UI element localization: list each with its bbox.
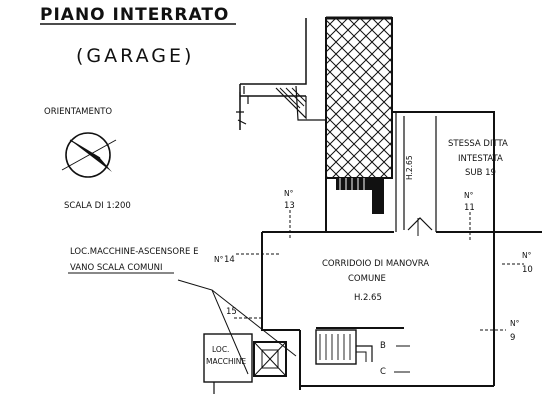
corridor-label: CORRIDOIO DI MANOVRA: [322, 259, 429, 269]
marker-c: C: [380, 367, 386, 377]
marker-number: 10: [522, 265, 533, 275]
stair-common-label: VANO SCALA COMUNI: [70, 263, 162, 273]
marker-9: N° 9: [510, 319, 520, 343]
marker-number: 13: [284, 201, 295, 211]
machine-label: MACCHINE: [206, 357, 246, 366]
compass-icon: [61, 132, 117, 178]
marker-13: N° 13: [284, 189, 295, 211]
hatched-structure: [325, 17, 393, 179]
corridor-common-label: COMUNE: [348, 274, 386, 284]
marker-prefix: N°: [522, 251, 532, 260]
room-height-label: H.2.65: [405, 155, 414, 180]
machine-room-box: [203, 333, 253, 394]
scale-label: SCALA DI 1:200: [64, 201, 131, 211]
marker-number: 14: [224, 255, 235, 265]
same-company-label: STESSA DITTA: [448, 139, 508, 149]
stair-shaft: [336, 178, 384, 214]
marker-prefix: N°: [214, 255, 224, 264]
marker-11: N° 11: [464, 191, 475, 213]
reference-lines: [234, 210, 524, 373]
marker-prefix: N°: [464, 191, 474, 200]
marker-14: N° 14: [214, 255, 235, 265]
marker-15: 15: [226, 307, 237, 317]
marker-10: N° 10: [522, 251, 533, 275]
ramp-area: [236, 18, 326, 130]
marker-b: B: [380, 341, 386, 351]
elevator-shaft: [253, 341, 287, 377]
orientation-label: ORIENTAMENTO: [44, 107, 112, 117]
page-title: PIANO INTERRATO: [40, 5, 229, 25]
machine-room-label: LOC.MACCHINE-ASCENSORE E: [70, 247, 198, 257]
page-subtitle: (GARAGE): [76, 45, 194, 67]
door-symbol: [407, 217, 433, 236]
registered-label: INTESTATA: [458, 154, 503, 164]
lower-stairs: [315, 329, 373, 365]
loc-label: LOC.: [212, 345, 229, 354]
marker-prefix: N°: [284, 189, 294, 198]
marker-prefix: N°: [510, 319, 520, 328]
garage-outline: [261, 111, 542, 390]
sub-label: SUB 19: [465, 168, 496, 178]
marker-number: 9: [510, 333, 515, 343]
corridor-height-label: H.2.65: [354, 293, 382, 303]
marker-number: 11: [464, 203, 475, 213]
marker-number: 15: [226, 307, 237, 317]
leader-lines: [177, 279, 297, 375]
